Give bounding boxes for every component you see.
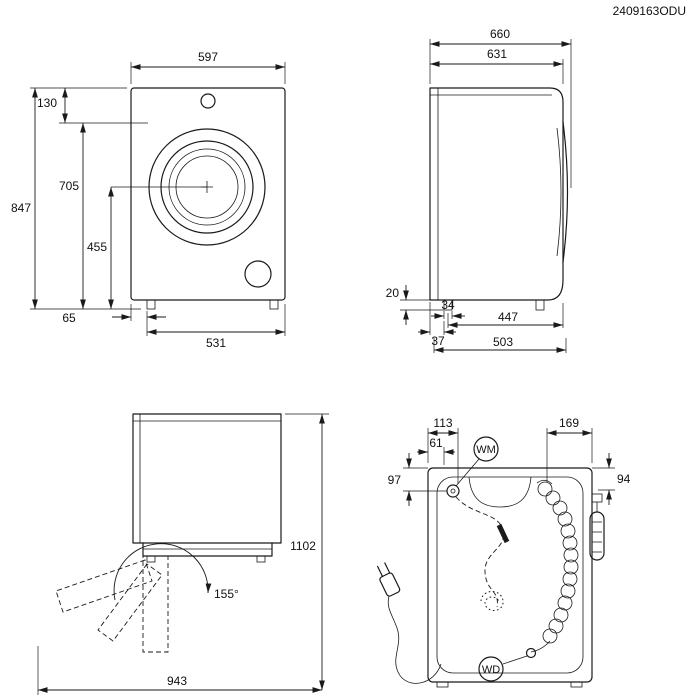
svg-text:34: 34: [441, 298, 455, 312]
dim-open-depth: 943: [37, 646, 322, 695]
dim-rear-drain-y: 94: [592, 453, 631, 505]
svg-text:503: 503: [493, 335, 513, 349]
svg-text:705: 705: [59, 179, 79, 193]
side-front-foot: [535, 299, 545, 311]
door-open-position-1: [55, 559, 153, 613]
door-open-position-2: [97, 563, 163, 642]
front-view: 597 847 130 705 455 65: [11, 50, 286, 350]
open-door-positions: 155°: [55, 543, 239, 653]
dim-side-foot-height: 20: [386, 285, 444, 325]
rear-top-recess: [468, 476, 532, 508]
pump-cover: [244, 260, 272, 288]
dim-front-width: 597: [130, 50, 286, 84]
side-machine-outline: [429, 87, 569, 311]
svg-text:113: 113: [433, 416, 452, 430]
door-hanging-position: [142, 555, 169, 653]
drain-hose-coil: [530, 479, 579, 653]
svg-text:WM: WM: [476, 444, 496, 456]
svg-text:660: 660: [490, 27, 510, 41]
rear-view: WM WD: [376, 416, 631, 688]
dim-rear-drain-x: 169: [546, 416, 593, 482]
drain-marker: WD: [478, 655, 528, 682]
side-door-bulge: [562, 121, 569, 263]
svg-text:20: 20: [386, 286, 400, 300]
svg-text:455: 455: [87, 240, 107, 254]
svg-text:531: 531: [206, 336, 226, 350]
open-machine-outline: [132, 413, 282, 563]
rear-right-foot: [570, 681, 583, 688]
dim-front-height: 847: [11, 87, 141, 310]
water-inlet-marker: WM: [455, 436, 499, 487]
svg-text:847: 847: [11, 201, 31, 215]
power-cord: [376, 562, 442, 684]
svg-text:97: 97: [388, 473, 402, 487]
door-center-mark: [201, 181, 213, 193]
dim-front-door-top: 705: [59, 123, 86, 309]
svg-text:597: 597: [198, 50, 218, 64]
door-angle-label: 155°: [214, 587, 239, 601]
door-swing-arc: [113, 543, 212, 601]
dim-rear-inlet-y: 97: [388, 453, 447, 506]
dim-side-foot-width: 34: [431, 298, 465, 319]
svg-text:169: 169: [559, 416, 579, 430]
dim-side-body-depth: 631: [430, 47, 564, 84]
dim-side-base-depth: 503: [433, 335, 567, 353]
hose-connector: [496, 523, 510, 544]
dim-side-feet-span: 447: [447, 303, 564, 328]
svg-text:65: 65: [62, 311, 76, 325]
svg-text:61: 61: [429, 436, 443, 450]
dim-front-door-center: 455: [87, 181, 213, 309]
rear-panel-outline: [427, 467, 593, 688]
front-left-foot: [146, 299, 156, 310]
front-right-foot: [269, 299, 279, 310]
svg-text:631: 631: [487, 47, 507, 61]
svg-text:WD: WD: [482, 664, 500, 676]
dim-rear-inlet-x: 113: [427, 416, 459, 484]
inlet-hose: [455, 496, 510, 611]
dim-front-feet-span: 531: [146, 304, 286, 350]
dim-front-foot-offset: 65: [62, 304, 166, 325]
dim-side-rear-offset: 37: [418, 302, 456, 348]
svg-text:1102: 1102: [290, 539, 316, 553]
dim-open-height: 1102: [285, 413, 329, 690]
side-rear-foot: [443, 299, 453, 311]
open-door-view: 155° 1102 943: [37, 413, 329, 695]
svg-text:447: 447: [498, 310, 518, 324]
svg-text:37: 37: [431, 334, 445, 348]
side-view: 660 631 20 34 37 447: [386, 27, 572, 353]
drain-outlet: [525, 647, 537, 659]
svg-text:943: 943: [167, 674, 187, 688]
document-code: 2409163ODU: [613, 4, 686, 18]
power-plug: [376, 562, 401, 597]
svg-text:130: 130: [37, 96, 57, 110]
dim-front-top-offset: 130: [37, 88, 148, 124]
drain-hose-end: [589, 493, 605, 561]
coiled-hose: [480, 591, 504, 611]
svg-text:94: 94: [617, 472, 631, 486]
rear-left-foot: [436, 681, 449, 688]
program-knob: [200, 93, 216, 109]
dim-rear-cord-x: 61: [417, 436, 455, 465]
